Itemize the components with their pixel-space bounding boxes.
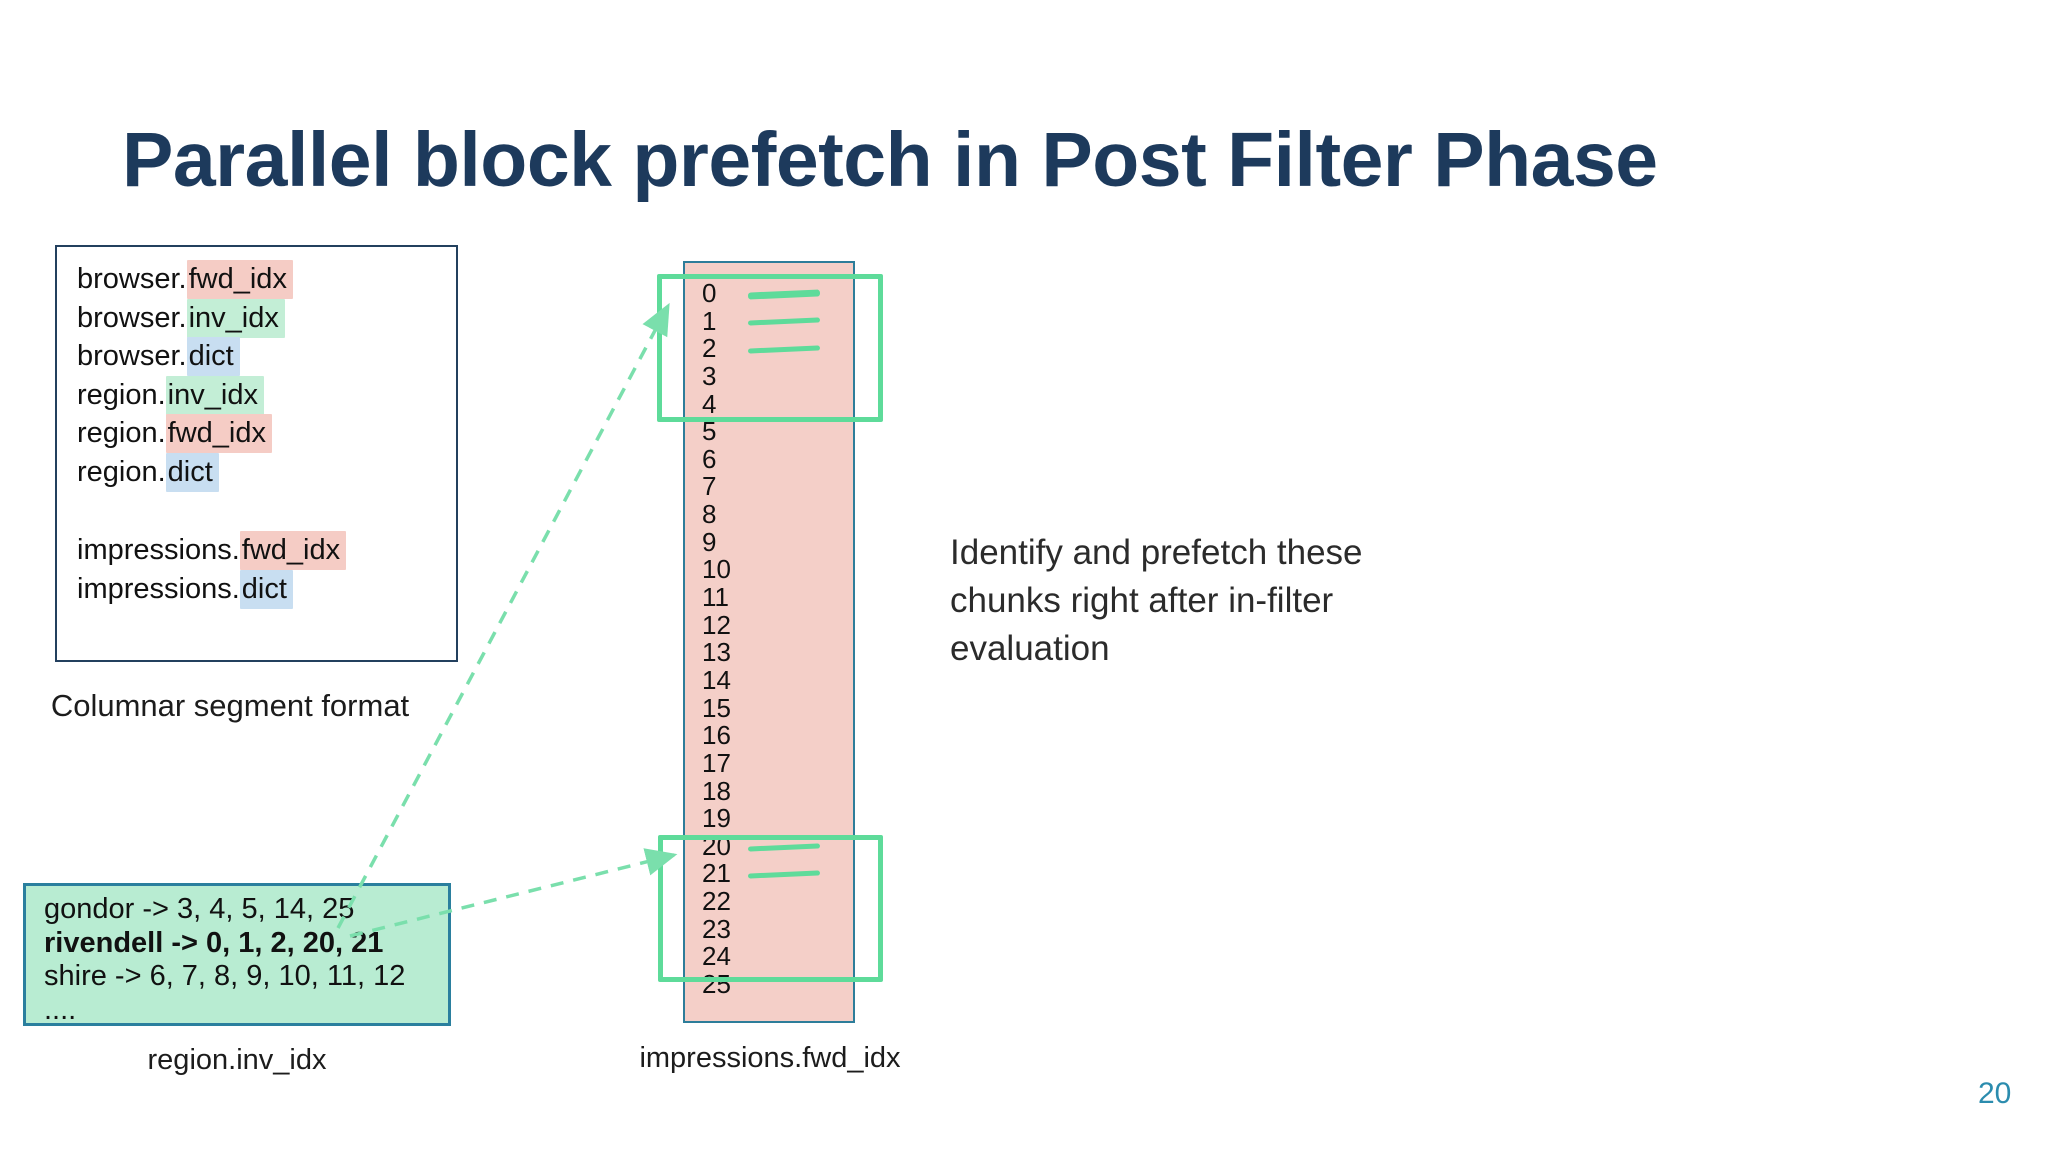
page-number: 20 bbox=[1978, 1077, 2012, 1110]
fwd-idx-row-number: 11 bbox=[702, 582, 729, 613]
fwd-idx-row-number: 17 bbox=[702, 747, 731, 778]
fwd-idx-row: 22 bbox=[685, 886, 853, 917]
segment-file-prefix: browser. bbox=[77, 263, 187, 295]
segment-file-prefix: region. bbox=[77, 455, 166, 488]
fwd-idx-row: 25 bbox=[685, 969, 853, 1000]
segment-file-prefix: impressions. bbox=[77, 534, 240, 566]
inv-idx-entry: shire -> 6, 7, 8, 9, 10, 11, 12 bbox=[44, 960, 406, 992]
fwd-idx-row-number: 5 bbox=[702, 416, 717, 447]
fwd-idx-row-number: 6 bbox=[702, 443, 717, 474]
fwd-idx-row: 24 bbox=[685, 943, 853, 971]
segment-file-entry: region.dict bbox=[57, 452, 456, 492]
segment-box-caption: Columnar segment format bbox=[50, 688, 410, 723]
fwd-idx-row: 0 bbox=[685, 278, 853, 308]
fwd-idx-row: 9 bbox=[685, 526, 853, 557]
fwd-idx-row-number: 15 bbox=[702, 692, 731, 723]
fwd-idx-column-caption: impressions.fwd_idx bbox=[639, 1042, 901, 1074]
fwd-idx-row: 13 bbox=[685, 639, 853, 667]
fwd-idx-row: 8 bbox=[685, 499, 853, 530]
fwd-idx-row: 4 bbox=[685, 388, 853, 419]
segment-file-entry: region.fwd_idx bbox=[57, 414, 456, 453]
segment-file-prefix: browser. bbox=[77, 340, 187, 372]
inv-idx-box-caption: region.inv_idx bbox=[147, 1044, 327, 1076]
annotation-line: evaluation bbox=[950, 629, 1110, 668]
fwd-idx-row-number: 24 bbox=[702, 941, 731, 972]
fwd-idx-row: 2 bbox=[685, 333, 853, 364]
segment-file-prefix: region. bbox=[77, 417, 166, 449]
segment-file-entry: impressions.fwd_idx bbox=[57, 531, 456, 570]
fwd-idx-row: 6 bbox=[685, 443, 853, 474]
segment-file-entry: impressions.dict bbox=[57, 569, 456, 609]
segment-file-entry: browser.dict bbox=[57, 337, 456, 376]
prefetch-block-rect-top bbox=[657, 274, 883, 422]
fwd-idx-row-number: 1 bbox=[702, 305, 717, 336]
fwd-idx-row: 18 bbox=[685, 775, 853, 806]
fwd-idx-row: 7 bbox=[685, 473, 853, 501]
fwd-idx-row: 12 bbox=[685, 609, 853, 640]
annotation-line: Identify and prefetch these bbox=[950, 533, 1363, 572]
fwd-idx-row-number: 18 bbox=[702, 775, 731, 806]
fwd-idx-row: 21 bbox=[685, 860, 853, 888]
fwd-idx-row: 19 bbox=[685, 803, 853, 834]
segment-file-prefix: browser. bbox=[77, 301, 187, 334]
segment-file-suffix-highlight: dict bbox=[165, 452, 219, 492]
segment-list-spacer bbox=[57, 491, 456, 531]
annotation-text: Identify and prefetch these chunks right… bbox=[950, 529, 1363, 673]
fwd-idx-row-number: 3 bbox=[702, 360, 717, 391]
fwd-idx-row-number: 2 bbox=[702, 333, 717, 364]
fwd-idx-row-number: 10 bbox=[702, 554, 731, 585]
segment-file-suffix-highlight: fwd_idx bbox=[186, 260, 293, 299]
inv-idx-entry: gondor -> 3, 4, 5, 14, 25 bbox=[44, 893, 355, 925]
prefetch-block-rect-bottom bbox=[658, 835, 883, 982]
fwd-idx-row: 1 bbox=[685, 305, 853, 336]
fwd-idx-row-number: 25 bbox=[702, 969, 731, 1000]
fwd-idx-row-number: 22 bbox=[702, 886, 731, 917]
fwd-idx-row: 16 bbox=[685, 720, 853, 751]
inv-idx-entry: rivendell -> 0, 1, 2, 20, 21 bbox=[44, 926, 384, 959]
slide-title: Parallel block prefetch in Post Filter P… bbox=[122, 117, 1658, 203]
fwd-idx-row: 11 bbox=[685, 582, 853, 613]
segment-file-suffix-highlight: inv_idx bbox=[165, 375, 264, 415]
fwd-idx-row: 3 bbox=[685, 360, 853, 391]
segment-file-suffix-highlight: fwd_idx bbox=[165, 414, 272, 453]
fwd-idx-row-number: 23 bbox=[702, 913, 731, 944]
annotation-line: chunks right after in-filter bbox=[950, 581, 1334, 620]
segment-file-entry: browser.fwd_idx bbox=[57, 260, 456, 299]
fwd-idx-row-number: 21 bbox=[702, 858, 731, 889]
fwd-idx-row-number: 12 bbox=[702, 609, 731, 640]
fwd-idx-row: 5 bbox=[685, 416, 853, 447]
fwd-idx-row: 10 bbox=[685, 556, 853, 584]
fwd-idx-row-number: 8 bbox=[702, 499, 717, 530]
fwd-idx-row: 17 bbox=[685, 747, 853, 778]
segment-file-suffix-highlight: dict bbox=[186, 337, 240, 376]
fwd-idx-row-number: 7 bbox=[702, 471, 717, 502]
fwd-idx-row: 15 bbox=[685, 692, 853, 723]
segment-file-entry: region.inv_idx bbox=[57, 375, 456, 415]
segment-file-prefix: region. bbox=[77, 378, 166, 411]
fwd-idx-row: 23 bbox=[685, 913, 853, 944]
segment-file-suffix-highlight: inv_idx bbox=[186, 298, 285, 338]
inv-idx-entry: .... bbox=[44, 993, 77, 1026]
segment-file-prefix: impressions. bbox=[77, 572, 240, 605]
fwd-idx-row-number: 13 bbox=[702, 637, 731, 668]
segment-file-entry: browser.inv_idx bbox=[57, 298, 456, 338]
fwd-idx-row-number: 0 bbox=[702, 278, 717, 308]
segment-file-suffix-highlight: dict bbox=[239, 569, 293, 609]
fwd-idx-row-number: 9 bbox=[702, 526, 717, 557]
segment-file-suffix-highlight: fwd_idx bbox=[239, 531, 347, 570]
fwd-idx-row-number: 4 bbox=[702, 388, 717, 419]
fwd-idx-row-number: 16 bbox=[702, 720, 731, 751]
fwd-idx-row-number: 19 bbox=[702, 803, 731, 834]
fwd-idx-row: 14 bbox=[685, 664, 853, 695]
fwd-idx-row-number: 14 bbox=[702, 664, 731, 695]
